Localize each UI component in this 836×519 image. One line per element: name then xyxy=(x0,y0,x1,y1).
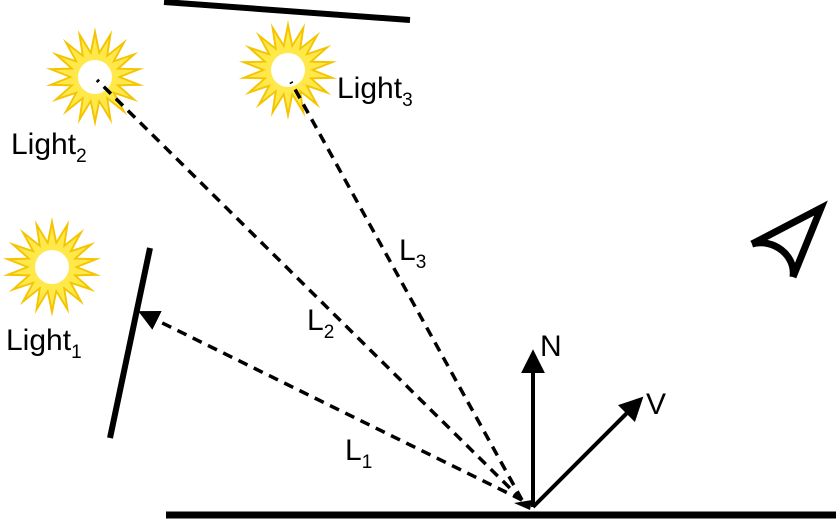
normal-label: N xyxy=(540,330,562,363)
eye-icon xyxy=(750,200,828,279)
ray-l3-label: L3 xyxy=(399,234,426,273)
top-occluder xyxy=(163,0,411,23)
ray-l3 xyxy=(289,81,524,501)
light-2-label: Light2 xyxy=(11,128,87,167)
light-3-label: Light3 xyxy=(337,72,413,111)
view-vector xyxy=(531,396,644,509)
ray-l2 xyxy=(95,78,524,502)
light-3-sun-icon xyxy=(238,20,338,120)
view-label: V xyxy=(646,388,666,421)
left-occluder xyxy=(107,247,153,439)
ray-l1-label: L1 xyxy=(345,434,372,473)
ray-l1 xyxy=(138,310,523,502)
reflection-point xyxy=(514,500,532,510)
light-1-label: Light1 xyxy=(6,324,82,363)
light-1-sun-icon xyxy=(2,217,102,317)
ray-l2-label: L2 xyxy=(307,304,334,343)
